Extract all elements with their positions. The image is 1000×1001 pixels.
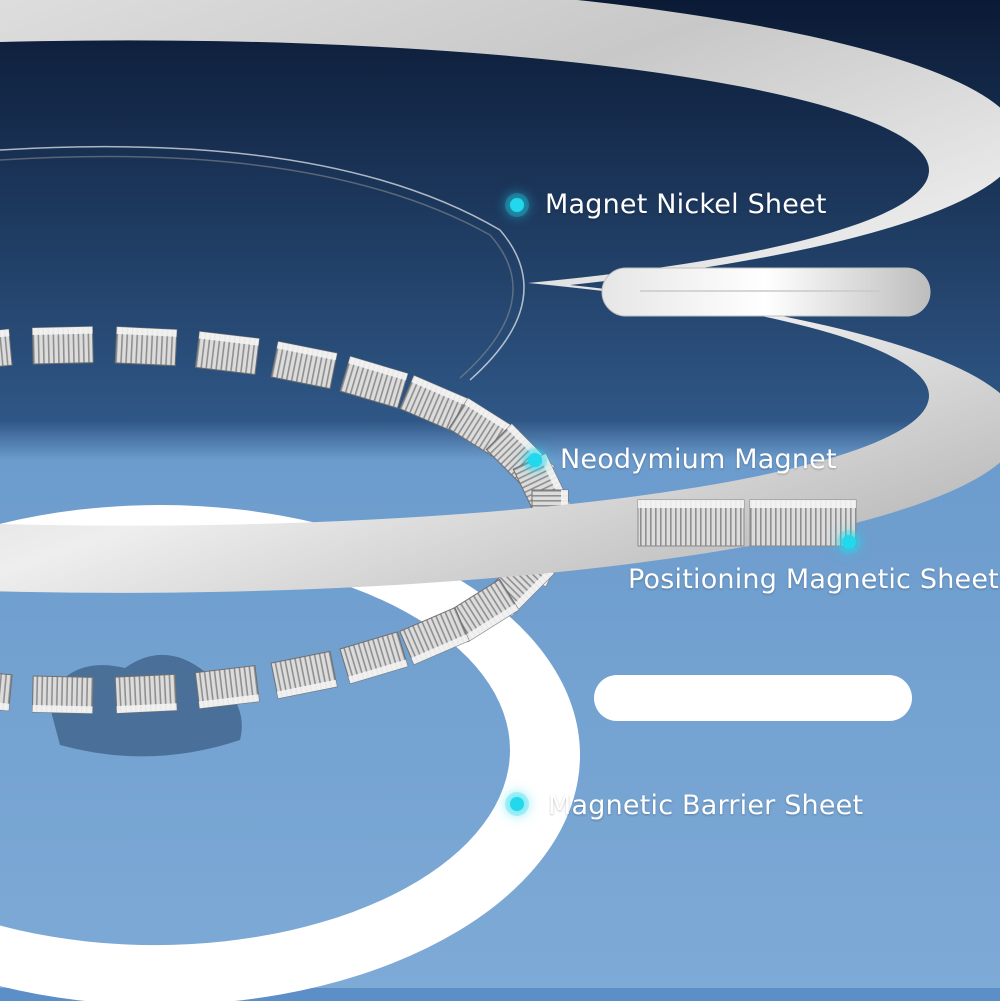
- magnet-segment: [194, 665, 260, 709]
- neodymium-magnet-marker: [528, 453, 542, 467]
- magnet-segment: [339, 355, 409, 409]
- nickel-sheet-marker: [510, 198, 524, 212]
- barrier-sheet-label: Magnetic Barrier Sheet: [548, 790, 864, 821]
- magnet-segment: [339, 631, 409, 685]
- magnet-segment: [114, 326, 178, 367]
- magnet-segment: [0, 668, 13, 712]
- positioning-sheet-marker: [842, 535, 856, 549]
- nickel-sheet-pill: [601, 267, 931, 317]
- nickel-sheet-label: Magnet Nickel Sheet: [545, 189, 827, 220]
- magnet-segment: [270, 340, 338, 390]
- magnet-segment: [114, 673, 178, 714]
- magnet-segment: [0, 328, 13, 372]
- nickel-sheet-ring: [0, 0, 1000, 593]
- magnet-segment: [31, 675, 94, 714]
- magnet-segment: [194, 331, 260, 375]
- barrier-sheet-pill: [594, 675, 912, 721]
- magnet-segment: [399, 606, 470, 666]
- positioning-magnet-blocks: [637, 499, 857, 547]
- magnet-segment: [270, 650, 338, 700]
- neodymium-magnet-label: Neodymium Magnet: [560, 444, 837, 475]
- positioning-sheet-label: Positioning Magnetic Sheet: [628, 564, 999, 595]
- magnet-segment: [31, 326, 94, 365]
- barrier-sheet-marker: [510, 797, 524, 811]
